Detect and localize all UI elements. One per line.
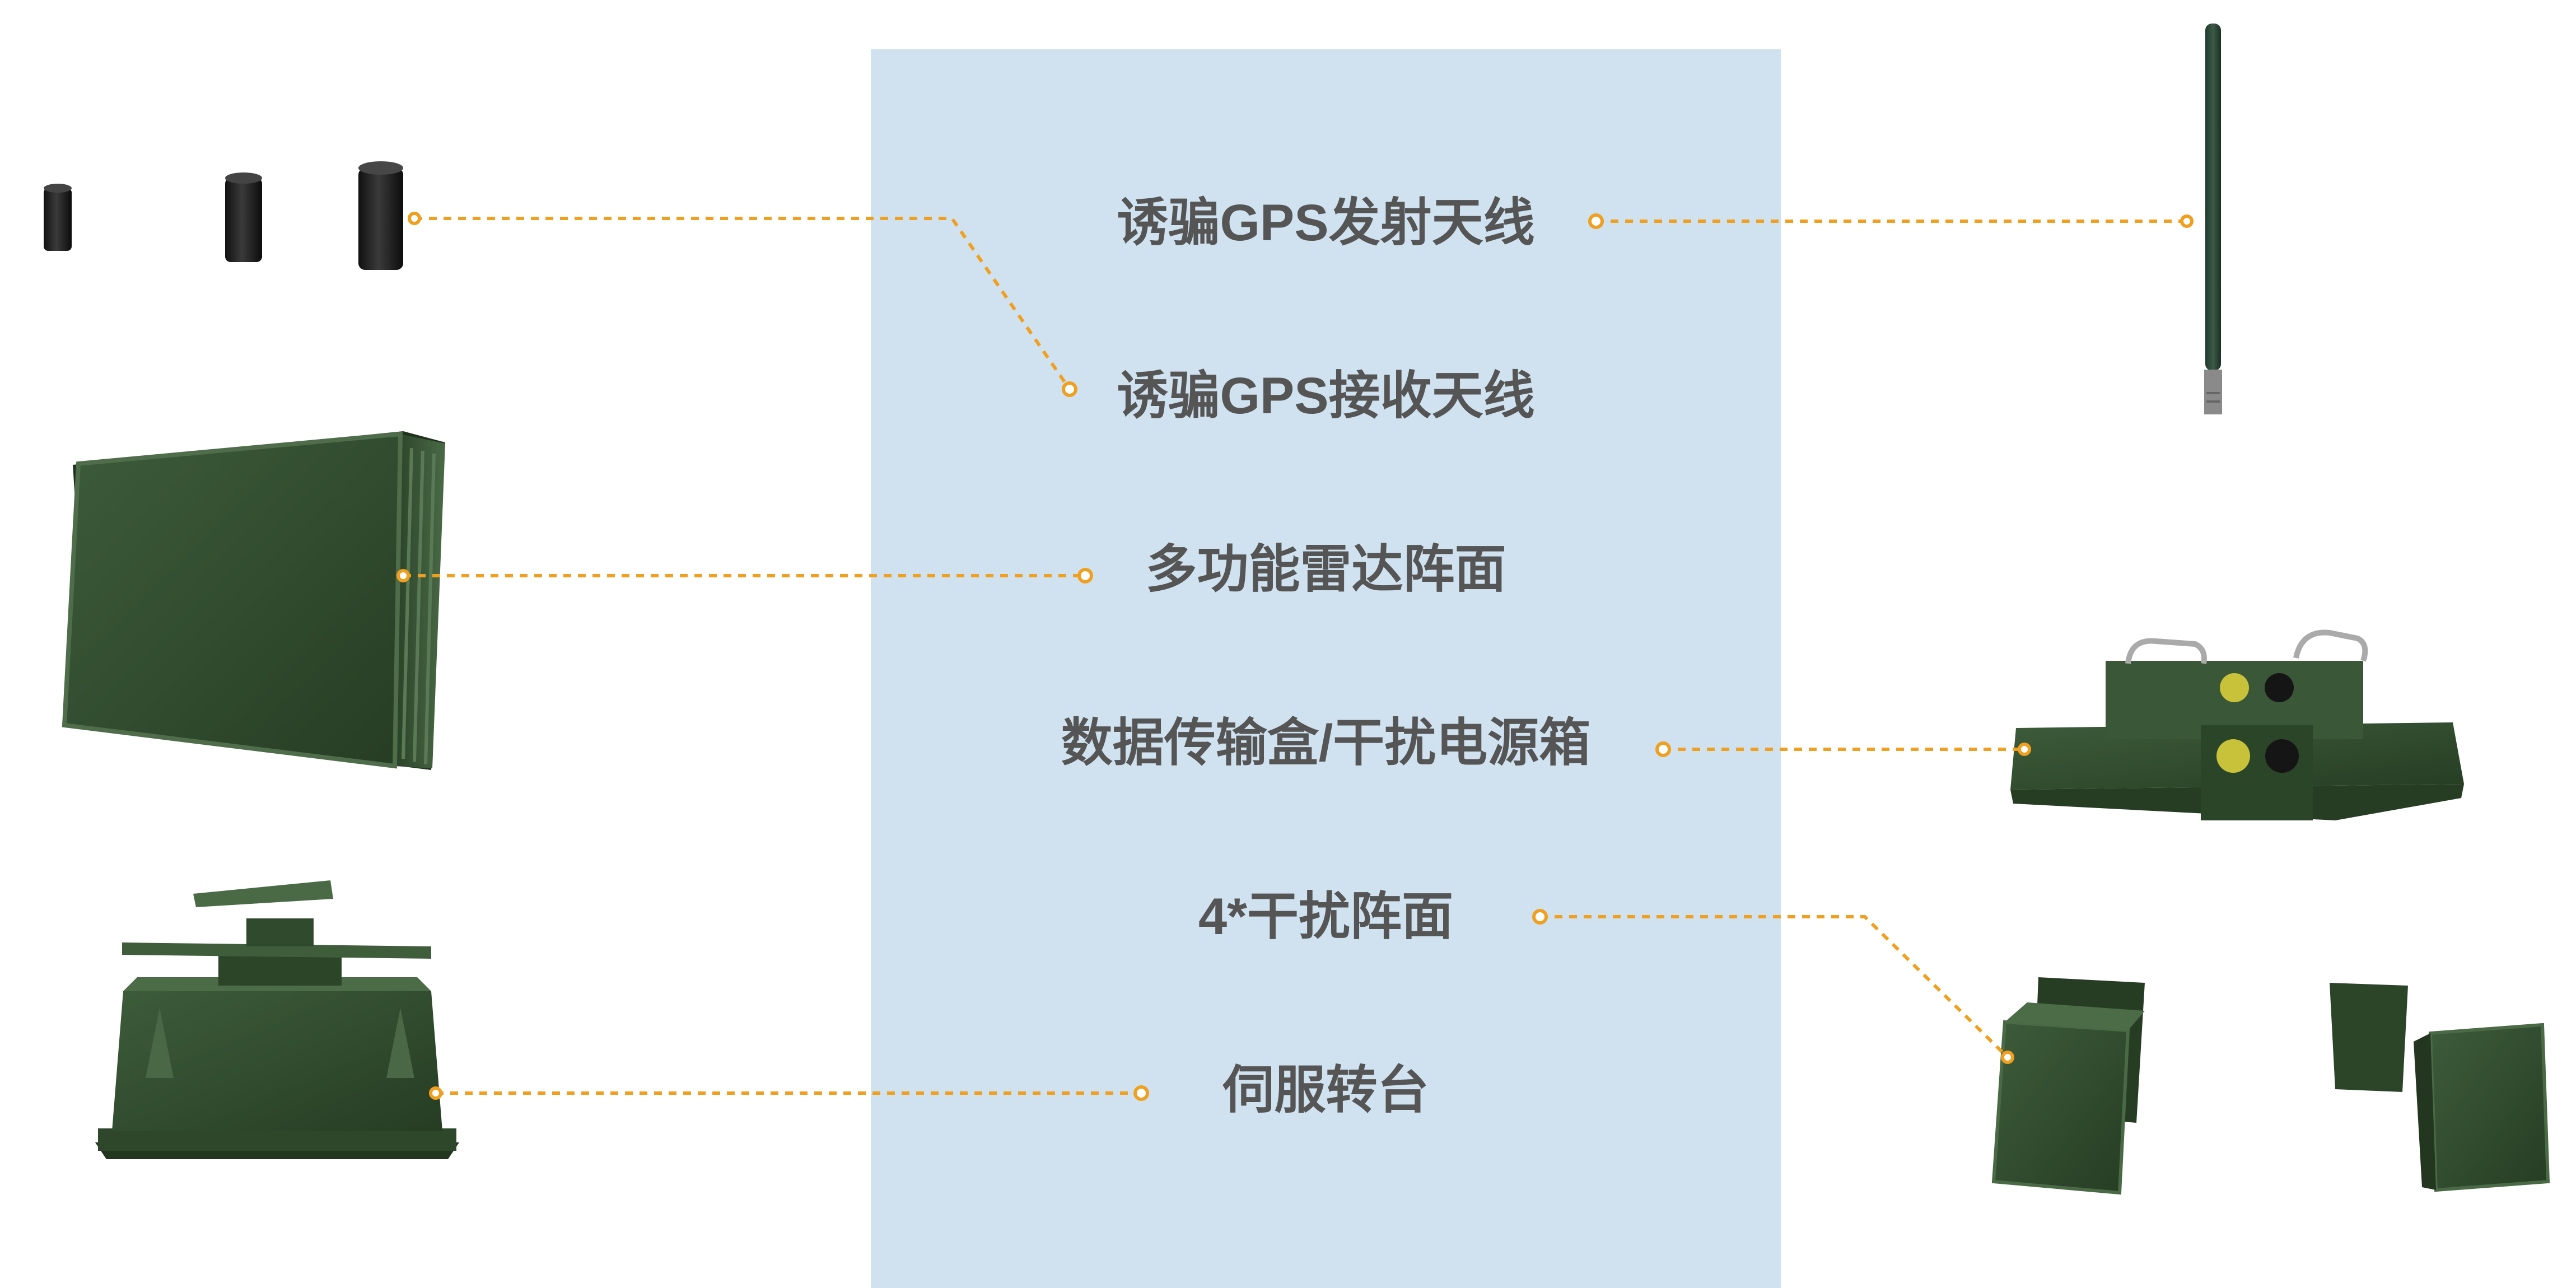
center-label-panel	[871, 49, 1781, 1288]
label-radar-array: 多功能雷达阵面	[1145, 541, 1506, 598]
leader-servo-turntable	[429, 1085, 1149, 1101]
label-gps-receive-antenna: 诱骗GPS接收天线	[1117, 367, 1535, 424]
gps-receive-antenna-images	[44, 161, 403, 270]
servo-turntable-image	[95, 880, 459, 1159]
jamming-array-left	[1991, 977, 2145, 1195]
label-jamming-array: 4*干扰阵面	[1198, 888, 1453, 945]
label-gps-transmit-antenna: 诱骗GPS发射天线	[1117, 194, 1535, 251]
jamming-array-right	[2330, 983, 2550, 1192]
leader-gps-tx	[1588, 213, 2194, 229]
leader-gps-rx	[408, 212, 1077, 397]
small-antenna-2	[225, 172, 262, 262]
label-servo-turntable: 伺服转台	[1222, 1062, 1429, 1119]
small-antenna-1	[44, 184, 72, 251]
label-transmission-box: 数据传输盒/干扰电源箱	[1061, 715, 1591, 772]
leader-lines	[396, 212, 2194, 1101]
transmission-box-image	[2010, 629, 2464, 820]
radar-array-image	[62, 431, 445, 770]
leader-jamming-array	[1532, 909, 2014, 1064]
gps-transmit-antenna-image	[2204, 24, 2222, 414]
small-antenna-3	[358, 161, 403, 270]
leader-transmission-box	[1655, 741, 2031, 757]
jamming-array-images	[1991, 977, 2550, 1195]
leader-radar	[396, 568, 1093, 584]
